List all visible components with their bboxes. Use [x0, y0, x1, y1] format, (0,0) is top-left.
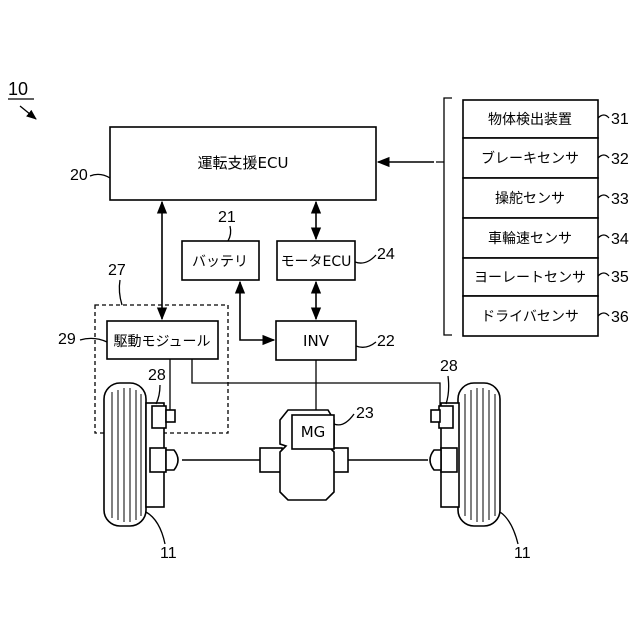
sensor-stack: 物体検出装置 ブレーキセンサ 操舵センサ 車輪速センサ ヨーレートセンサ ドライ…: [463, 100, 629, 336]
right-brake-caliper: [439, 406, 453, 428]
figure-ref-label: 10: [8, 79, 28, 99]
sensor-ref-leader-32: [598, 155, 609, 158]
drive-module-group-ref: 27: [108, 262, 126, 279]
battery-ref-leader: [228, 226, 231, 241]
sensor-label-brake: ブレーキセンサ: [481, 150, 579, 167]
driving-assist-ecu-label: 運転支援ECU: [198, 154, 289, 172]
right-brake-ref: 28: [440, 358, 458, 375]
battery-label: バッテリ: [192, 254, 248, 270]
figure-ref-arrow: [20, 106, 36, 119]
sensor-ref-leader-33: [598, 195, 609, 198]
sensor-label-steering: 操舵センサ: [495, 191, 565, 207]
battery-ref-label: 21: [218, 209, 236, 226]
sensor-label-wheel-speed: 車輪速センサ: [488, 230, 572, 247]
left-brake-ref-leader: [156, 385, 160, 404]
left-cv-joint: [166, 450, 178, 470]
sensor-ref-36: 36: [611, 309, 629, 326]
ecu-ref-leader: [90, 174, 110, 178]
right-wheel: [458, 383, 500, 526]
left-wheel-ref: 11: [160, 545, 177, 562]
left-brake-actuator: [166, 410, 175, 422]
mg-ref-label: 23: [356, 405, 374, 422]
sensor-ref-32: 32: [611, 151, 629, 168]
left-brake-caliper: [152, 406, 166, 428]
ecu-ref-label: 20: [70, 167, 88, 184]
drive-module-label: 駆動モジュール: [113, 334, 210, 350]
right-wheel-ref-leader: [500, 512, 518, 544]
sensor-label-driver: ドライバセンサ: [481, 309, 579, 325]
drive-module-group-leader: [119, 280, 122, 305]
left-wheel: [104, 383, 146, 526]
drive-module-ref-label: 29: [58, 331, 76, 348]
sensor-ref-leader-34: [598, 235, 609, 238]
battery-inv-link: [240, 282, 274, 340]
drive-module-ref-leader: [80, 338, 107, 342]
inverter-label: INV: [303, 332, 330, 350]
sensor-label-object-detection: 物体検出装置: [488, 112, 572, 128]
left-axle-joint: [150, 448, 166, 472]
motor-ecu-ref-label: 24: [377, 246, 395, 263]
motor-ecu-ref-leader: [355, 255, 376, 263]
sensor-ref-leader-35: [598, 273, 609, 276]
right-brake-actuator: [431, 410, 440, 422]
sensor-label-yaw-rate: ヨーレートセンサ: [474, 270, 586, 286]
right-cv-joint: [430, 450, 441, 470]
inverter-ref-leader: [356, 342, 376, 347]
sensor-ref-31: 31: [611, 111, 629, 128]
sensor-ref-34: 34: [611, 231, 629, 248]
right-wheel-ref: 11: [514, 545, 531, 562]
sensor-ref-leader-36: [598, 313, 609, 316]
mg-ref-leader: [334, 414, 354, 425]
mg-left-flange: [260, 448, 282, 472]
right-brake-ref-leader: [446, 376, 449, 404]
sensor-group-bracket: [436, 98, 452, 335]
left-brake-ref: 28: [148, 367, 166, 384]
sensor-ref-33: 33: [611, 191, 629, 208]
right-axle-joint: [441, 448, 457, 472]
inverter-ref-label: 22: [377, 333, 395, 350]
left-wheel-ref-leader: [146, 512, 165, 544]
motor-ecu-label: モータECU: [281, 254, 352, 270]
sensor-ref-35: 35: [611, 269, 629, 286]
sensor-ref-leader-31: [598, 115, 609, 118]
mg-label: MG: [301, 423, 326, 441]
